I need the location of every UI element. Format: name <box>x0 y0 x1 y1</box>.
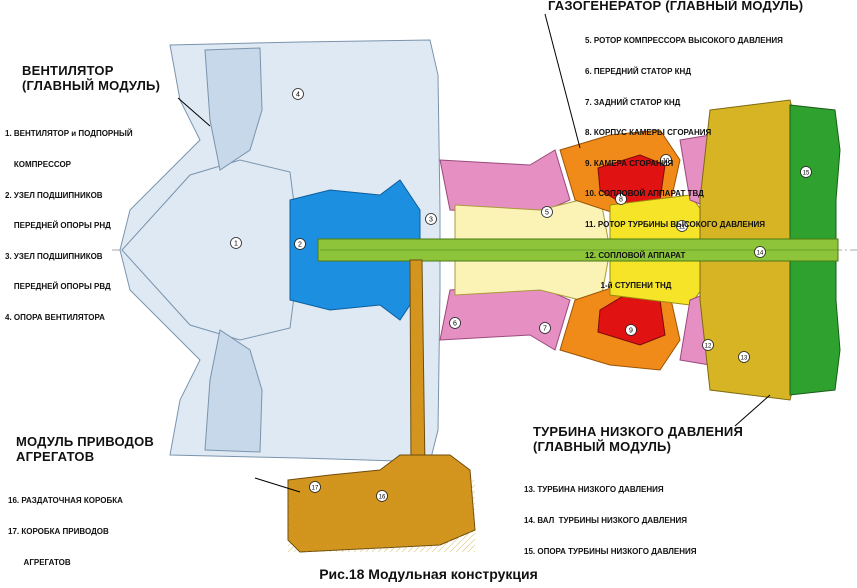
callout-label: 13 <box>741 356 748 362</box>
list-item: 4. ОПОРА ВЕНТИЛЯТОРА <box>5 313 105 323</box>
fan-heading-line-1: ВЕНТИЛЯТОР <box>22 63 114 78</box>
list-item: 12. СОПЛОВОЙ АППАРАТ <box>585 250 686 260</box>
hpc-rear-stator-lower <box>439 284 571 351</box>
callout-label: 3 <box>429 217 433 224</box>
list-item: 14. ВАЛ ТУРБИНЫ НИЗКОГО ДАВЛЕНИЯ <box>524 516 687 526</box>
callout-label: 2 <box>298 242 302 249</box>
callout-1: 1 <box>230 237 242 249</box>
callout-7: 7 <box>539 322 551 334</box>
callout-6: 6 <box>449 317 461 329</box>
fan-heading-line-2: (ГЛАВНЫЙ МОДУЛЬ) <box>22 78 161 93</box>
leader-lines <box>177 13 771 493</box>
callout-16: 16 <box>376 490 388 502</box>
list-item: 9. КАМЕРА СГОРАНИЯ <box>585 158 674 168</box>
list-item: 5. РОТОР КОМПРЕССОРА ВЫСОКОГО ДАВЛЕНИЯ <box>585 36 783 46</box>
callout-2: 2 <box>294 238 306 250</box>
callout-14: 14 <box>754 246 766 258</box>
callout-label: 17 <box>312 486 319 492</box>
list-item: ПЕРЕДНЕЙ ОПОРЫ РНД <box>5 221 111 231</box>
callout-12: 12 <box>702 339 714 351</box>
lpt-module-list: 13. ТУРБИНА НИЗКОГО ДАВЛЕНИЯ 14. ВАЛ ТУР… <box>524 465 697 577</box>
list-item: 16. РАЗДАТОЧНАЯ КОРОБКА <box>8 496 123 506</box>
fan-module-list: 1. ВЕНТИЛЯТОР и ПОДПОРНЫЙ КОМПРЕССОР 2. … <box>5 109 133 344</box>
figure-caption: Рис.18 Модульная конструкция <box>319 566 538 582</box>
callout-label: 9 <box>629 328 633 335</box>
callout-5: 5 <box>541 206 553 218</box>
fan-module-heading: ВЕНТИЛЯТОР (ГЛАВНЫЙ МОДУЛЬ) <box>22 63 160 93</box>
list-item: 10. СОПЛОВОЙ АППАРАТ ТВД <box>585 189 704 199</box>
lpt-heading-line-2: (ГЛАВНЫЙ МОДУЛЬ) <box>533 439 672 454</box>
list-item: 8. КОРПУС КАМЕРЫ СГОРАНИЯ <box>585 128 712 138</box>
list-item: 1-й СТУПЕНИ ТНД <box>585 281 672 291</box>
callout-label: 7 <box>543 326 547 333</box>
callout-4: 4 <box>292 88 304 100</box>
callout-label: 16 <box>379 495 386 501</box>
fan-blade-upper <box>204 47 263 171</box>
gearbox-heading-line-1: МОДУЛЬ ПРИВОДОВ <box>16 434 154 449</box>
lpt-heading-line-1: ТУРБИНА НИЗКОГО ДАВЛЕНИЯ <box>533 424 744 439</box>
list-item: ПЕРЕДНЕЙ ОПОРЫ РВД <box>5 282 111 292</box>
list-item: 17. КОРОБКА ПРИВОДОВ <box>8 527 109 537</box>
callout-label: 4 <box>296 92 300 99</box>
callout-13: 13 <box>738 351 750 363</box>
callout-label: 14 <box>757 251 764 257</box>
list-item: 15. ОПОРА ТУРБИНЫ НИЗКОГО ДАВЛЕНИЯ <box>524 546 697 556</box>
list-item: АГРЕГАТОВ <box>8 557 71 567</box>
callout-label: 6 <box>453 321 457 328</box>
lpt-module-heading: ТУРБИНА НИЗКОГО ДАВЛЕНИЯ (ГЛАВНЫЙ МОДУЛЬ… <box>533 424 743 454</box>
callout-9: 9 <box>625 324 637 336</box>
list-item: КОМПРЕССОР <box>5 160 71 170</box>
core-module-list: 5. РОТОР КОМПРЕССОРА ВЫСОКОГО ДАВЛЕНИЯ 6… <box>585 16 783 312</box>
list-item: 13. ТУРБИНА НИЗКОГО ДАВЛЕНИЯ <box>524 485 664 495</box>
gearbox-module-list: 16. РАЗДАТОЧНАЯ КОРОБКА 17. КОРОБКА ПРИВ… <box>8 476 123 588</box>
callout-10: 10 <box>660 154 672 166</box>
callout-label: 1 <box>234 241 238 248</box>
callout-17: 17 <box>309 481 321 493</box>
core-heading-line-1: ГАЗОГЕНЕРАТОР (ГЛАВНЫЙ МОДУЛЬ) <box>548 0 804 13</box>
list-item: 3. УЗЕЛ ПОДШИПНИКОВ <box>5 251 103 261</box>
callout-label: 8 <box>619 197 623 204</box>
hpc-front-stator-upper <box>439 149 571 216</box>
callout-3: 3 <box>425 213 437 225</box>
callout-15: 15 <box>800 166 812 178</box>
list-item: 2. УЗЕЛ ПОДШИПНИКОВ <box>5 190 103 200</box>
callout-11: 11 <box>676 220 688 232</box>
callout-label: 5 <box>545 210 549 217</box>
list-item: 7. ЗАДНИЙ СТАТОР КНД <box>585 97 681 107</box>
fan-blade-lower <box>204 329 263 453</box>
callout-label: 11 <box>679 225 686 231</box>
gearbox-module-heading: МОДУЛЬ ПРИВОДОВ АГРЕГАТОВ <box>16 434 154 464</box>
callout-label: 10 <box>663 159 670 165</box>
list-item: 1. ВЕНТИЛЯТОР и ПОДПОРНЫЙ <box>5 129 133 139</box>
gearbox-heading-line-2: АГРЕГАТОВ <box>16 449 95 464</box>
core-module-heading: ГАЗОГЕНЕРАТОР (ГЛАВНЫЙ МОДУЛЬ) <box>548 0 803 13</box>
callout-label: 15 <box>803 171 810 177</box>
list-item: 11. РОТОР ТУРБИНЫ ВЫСОКОГО ДАВЛЕНИЯ <box>585 220 766 230</box>
callout-8: 8 <box>615 193 627 205</box>
callout-label: 12 <box>705 344 712 350</box>
list-item: 6. ПЕРЕДНИЙ СТАТОР КНД <box>585 67 692 77</box>
